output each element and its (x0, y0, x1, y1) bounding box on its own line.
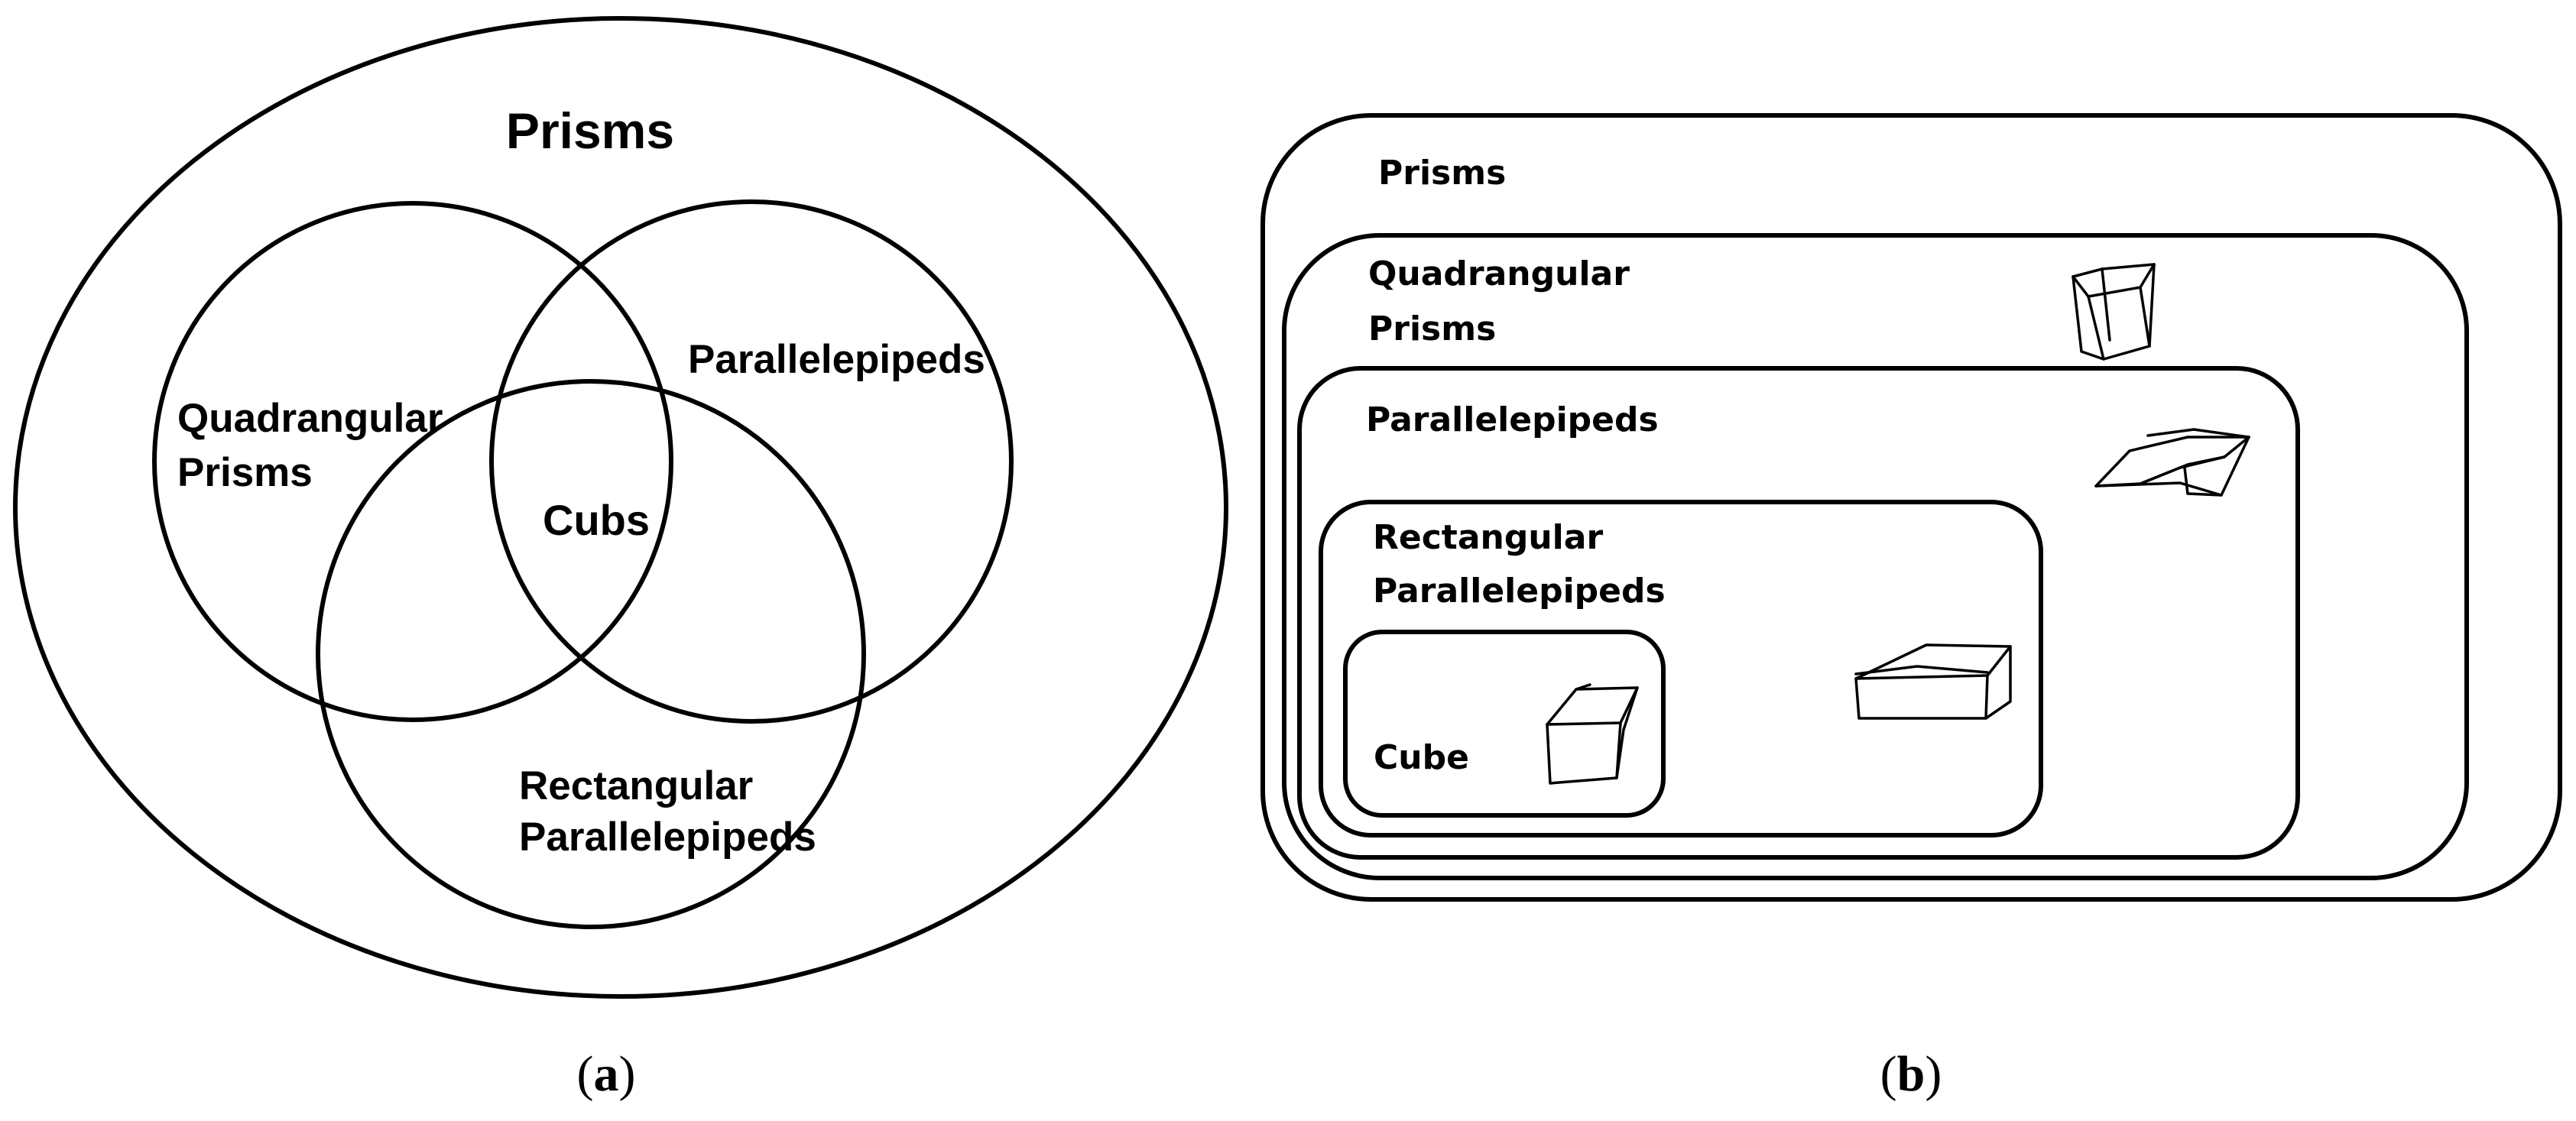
rectangular-label-line1: Rectangular (519, 763, 753, 808)
quadrangular-box-label-line1: Quadrangular (1368, 254, 1630, 293)
rectangular-parallelepipeds-circle (316, 379, 866, 929)
caption-b: (b) (1880, 1046, 1942, 1102)
parallelepipeds-box-label: Parallelepipeds (1366, 400, 1659, 439)
rectangular-label-line2: Parallelepipeds (519, 815, 816, 860)
parallelepipeds-circle (489, 199, 1014, 724)
quadrangular-box-label-line2: Prisms (1368, 309, 1496, 348)
prisms-outer-ellipse (13, 16, 1228, 999)
cube-box-label: Cube (1374, 738, 1469, 777)
quadrangular-prisms-box (1282, 233, 2469, 880)
rectangular-parallelepiped-sketch-icon (1854, 643, 2012, 720)
parallelepipeds-box (1297, 366, 2300, 860)
rectangular-box-label-line1: Rectangular (1373, 518, 1603, 557)
prisms-label: Prisms (506, 102, 674, 159)
rectangular-parallelepipeds-box (1319, 500, 2043, 838)
quadrangular-label-line2: Prisms (177, 450, 313, 495)
caption-a: (a) (577, 1046, 636, 1102)
cube-box (1343, 630, 1666, 818)
rectangular-box-label-line2: Parallelepipeds (1373, 572, 1666, 611)
nested-sets-panel-b: Prisms Quadrangular Prisms Parallelepipe… (1260, 113, 2562, 1102)
quadrangular-label-line1: Quadrangular (177, 396, 443, 441)
venn-diagram-panel-a: Prisms Quadrangular Prisms Parallelepipe… (13, 16, 1228, 1102)
prisms-box (1260, 113, 2562, 902)
parallelepipeds-label: Parallelepipeds (688, 337, 985, 382)
quadrangular-prism-sketch-icon (2072, 263, 2156, 361)
quadrangular-prisms-circle (152, 201, 673, 722)
cubs-label: Cubs (543, 496, 650, 544)
parallelepiped-sketch-icon (2094, 428, 2250, 497)
cube-sketch-icon (1546, 683, 1639, 785)
prisms-box-label: Prisms (1378, 154, 1506, 193)
